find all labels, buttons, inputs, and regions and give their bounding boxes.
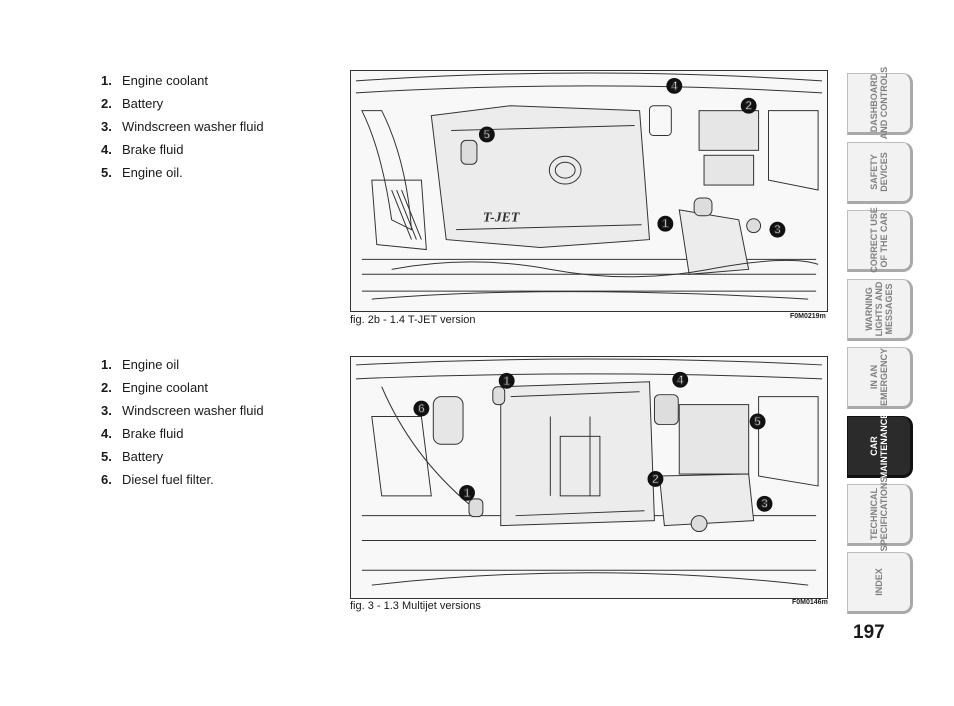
tab-safety-devices[interactable]: SAFETY DEVICES <box>847 142 913 204</box>
callout-3: 3 <box>769 221 786 238</box>
tab-index[interactable]: INDEX <box>847 552 913 614</box>
legend-list-multijet: 1.Engine oil 2.Engine coolant 3.Windscre… <box>101 356 264 494</box>
page-number: 197 <box>853 622 885 643</box>
callout-3: 3 <box>756 495 773 512</box>
legend-item: 4.Brake fluid <box>101 426 184 441</box>
callout-6: 6 <box>413 400 430 417</box>
legend-item: 4.Brake fluid <box>101 142 184 157</box>
tab-correct-use-of-the-car[interactable]: CORRECT USE OF THE CAR <box>847 207 913 273</box>
legend-item: 5.Engine oil. <box>101 165 183 180</box>
svg-text:6: 6 <box>418 402 425 416</box>
figure-caption-tjet: fig. 2b - 1.4 T-JET version <box>350 314 476 326</box>
engine-bay-drawing: 1 1 2 3 4 5 6 <box>355 358 823 586</box>
legend-item: 2.Battery <box>101 96 164 111</box>
engine-cover-logo: T-JET <box>483 211 520 226</box>
figure-caption-multijet: fig. 3 - 1.3 Multijet versions <box>350 600 481 612</box>
svg-text:5: 5 <box>754 414 761 428</box>
legend-item: 6.Diesel fuel filter. <box>101 472 214 487</box>
svg-text:2: 2 <box>745 99 752 113</box>
figure-code-tjet: F0M0219m <box>790 313 826 320</box>
callout-4: 4 <box>672 371 689 388</box>
legend-list-tjet: 1.Engine coolant 2.Battery 3.Windscreen … <box>101 72 264 187</box>
callout-2: 2 <box>647 471 664 487</box>
tab-in-an-emergency[interactable]: IN AN EMERGENCY <box>847 347 913 409</box>
figure-code-multijet: F0M0146m <box>792 599 828 606</box>
callout-1-lower: 1 <box>459 484 475 501</box>
tab-dashboard-and-controls[interactable]: DASHBOARD AND CONTROLS <box>847 67 913 139</box>
legend-item: 1.Engine coolant <box>101 73 209 88</box>
legend-item: 1.Engine oil <box>101 357 180 372</box>
svg-text:1: 1 <box>464 486 471 500</box>
tab-technical-specifications[interactable]: TECHNICAL SPECIFICATIONS <box>847 477 913 551</box>
callout-5: 5 <box>749 413 766 430</box>
engine-bay-drawing: T-JET 1 2 3 4 5 <box>355 72 823 300</box>
svg-text:3: 3 <box>761 497 768 511</box>
legend-item: 2.Engine coolant <box>101 380 209 395</box>
tab-car-maintenance[interactable]: CAR MAINTENANCE <box>847 413 913 479</box>
svg-text:4: 4 <box>671 79 678 93</box>
legend-item: 3.Windscreen washer fluid <box>101 119 264 134</box>
svg-text:1: 1 <box>662 217 669 231</box>
callout-1-upper: 1 <box>498 372 515 389</box>
engine-bay-illustration-tjet: T-JET 1 2 3 4 5 <box>350 70 828 312</box>
callout-5: 5 <box>478 126 495 143</box>
svg-text:4: 4 <box>677 373 684 387</box>
callout-2: 2 <box>740 97 757 114</box>
callout-1: 1 <box>657 215 674 232</box>
svg-text:1: 1 <box>503 374 510 388</box>
svg-text:3: 3 <box>774 223 781 237</box>
legend-item: 3.Windscreen washer fluid <box>101 403 264 418</box>
callout-4: 4 <box>666 77 683 94</box>
svg-text:2: 2 <box>652 472 659 486</box>
tab-warning-lights-and-messages[interactable]: WARNING LIGHTS AND MESSAGES <box>847 279 913 341</box>
legend-item: 5.Battery <box>101 449 164 464</box>
svg-text:5: 5 <box>484 127 491 141</box>
engine-bay-illustration-multijet: 1 1 2 3 4 5 6 <box>350 356 828 599</box>
